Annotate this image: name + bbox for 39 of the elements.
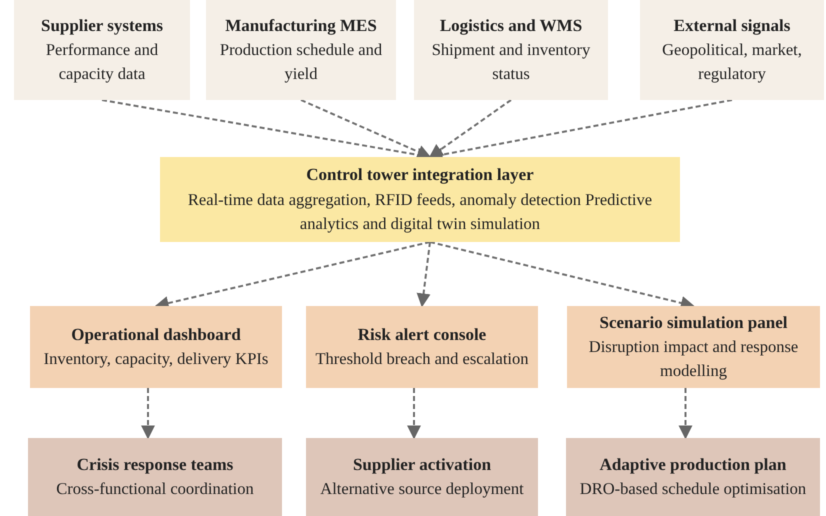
- process-box: [206, 0, 396, 100]
- box-heading: Supplier activation: [352, 454, 492, 476]
- process-box: [306, 306, 538, 388]
- box-heading: Scenario simulation panel: [600, 312, 788, 334]
- box-heading: External signals: [674, 14, 790, 37]
- process-box: [640, 0, 824, 100]
- box-description: Geopolitical, market, regulatory: [661, 39, 803, 86]
- arrow: [407, 388, 421, 440]
- box-description: Alternative source deployment: [320, 478, 524, 500]
- box-description: DRO-based schedule optimisation: [580, 478, 806, 500]
- arrow: [428, 99, 512, 158]
- process-box: [414, 0, 608, 100]
- box-heading: Adaptive production plan: [600, 454, 786, 476]
- box-description: Cross-functional coordination: [56, 478, 254, 500]
- box-description: Disruption impact and response modelling: [588, 336, 800, 382]
- process-box: [30, 306, 282, 388]
- arrow: [300, 99, 432, 158]
- box-heading: Crisis response teams: [76, 454, 234, 476]
- box-heading: Operational dashboard: [71, 324, 241, 346]
- arrow: [416, 242, 431, 308]
- box-description: Threshold breach and escalation: [315, 348, 529, 370]
- process-box: [160, 157, 680, 242]
- box-heading: Manufacturing MES: [225, 14, 377, 37]
- process-box: [14, 0, 190, 100]
- process-box: [567, 306, 820, 388]
- process-box: [28, 438, 282, 516]
- box-description: Performance and capacity data: [44, 39, 160, 86]
- arrow: [678, 388, 692, 440]
- box-description: Inventory, capacity, delivery KPIs: [44, 348, 268, 370]
- process-box: [566, 438, 820, 516]
- box-description: Real-time data aggregation, RFID feeds, anomaly detection Predictive analytics and digital twin simulation: [186, 188, 654, 235]
- arrow: [141, 388, 155, 440]
- box-description: Production schedule and yield: [218, 39, 384, 86]
- box-heading: Risk alert console: [358, 324, 486, 346]
- box-heading: Control tower integration layer: [306, 164, 534, 186]
- box-heading: Supplier systems: [40, 14, 163, 37]
- box-heading: Logistics and WMS: [440, 14, 582, 37]
- process-box: [306, 438, 538, 516]
- box-description: Shipment and inventory status: [430, 39, 592, 86]
